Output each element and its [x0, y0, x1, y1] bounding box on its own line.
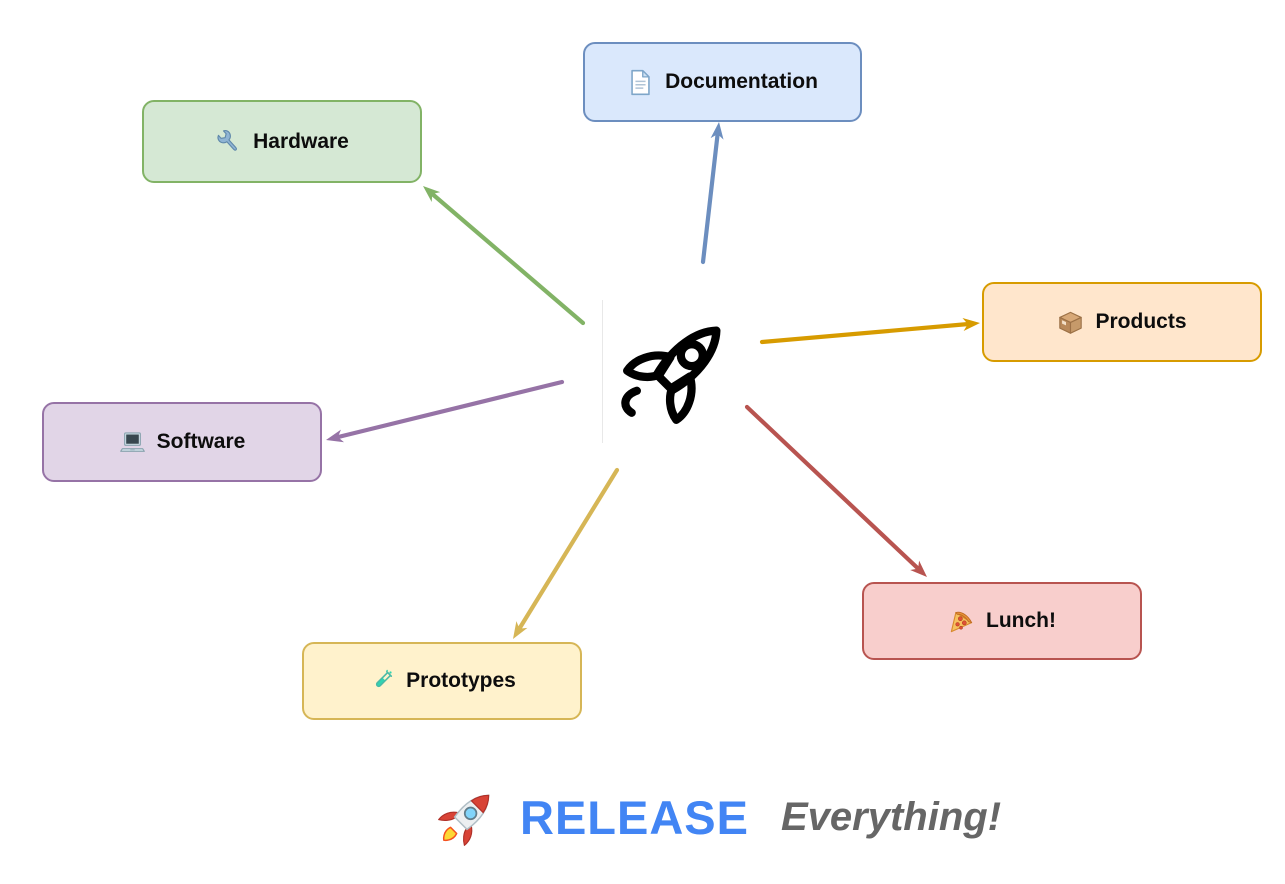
node-label: Software: [156, 430, 246, 453]
node-label: Lunch!: [986, 609, 1056, 632]
edge-center-to-software[interactable]: [326, 379, 565, 443]
node-hardware[interactable]: Hardware: [142, 100, 422, 183]
edge-center-to-products[interactable]: [759, 318, 980, 345]
node-label: Prototypes: [406, 669, 516, 692]
node-products[interactable]: Products: [982, 282, 1262, 362]
wrench-icon: [217, 130, 238, 151]
rocket-emoji-icon: [438, 794, 490, 846]
package-icon: [1059, 311, 1083, 334]
node-center-rocket[interactable]: [602, 300, 747, 443]
edge-center-to-lunch[interactable]: [744, 404, 927, 577]
node-software[interactable]: Software: [42, 402, 322, 482]
rocket-outline-icon: [621, 326, 721, 424]
banner: RELEASE Everything!: [432, 776, 1001, 858]
edge-center-to-hardware[interactable]: [423, 186, 586, 326]
edge-center-to-prototypes[interactable]: [513, 467, 620, 639]
document-icon: [631, 69, 650, 95]
node-label: Hardware: [253, 129, 349, 153]
banner-title: RELEASE: [520, 790, 749, 844]
edge-center-to-documentation[interactable]: [700, 122, 724, 265]
node-lunch[interactable]: Lunch!: [862, 582, 1142, 660]
laptop-icon: [119, 431, 145, 452]
node-prototypes[interactable]: Prototypes: [302, 642, 582, 720]
node-label: Documentation: [665, 70, 818, 93]
banner-tagline: Everything!: [781, 794, 1002, 839]
test-tube-icon: [376, 669, 393, 687]
node-documentation[interactable]: Documentation: [583, 42, 862, 122]
pizza-icon: [950, 611, 973, 632]
node-label: Products: [1095, 310, 1187, 333]
